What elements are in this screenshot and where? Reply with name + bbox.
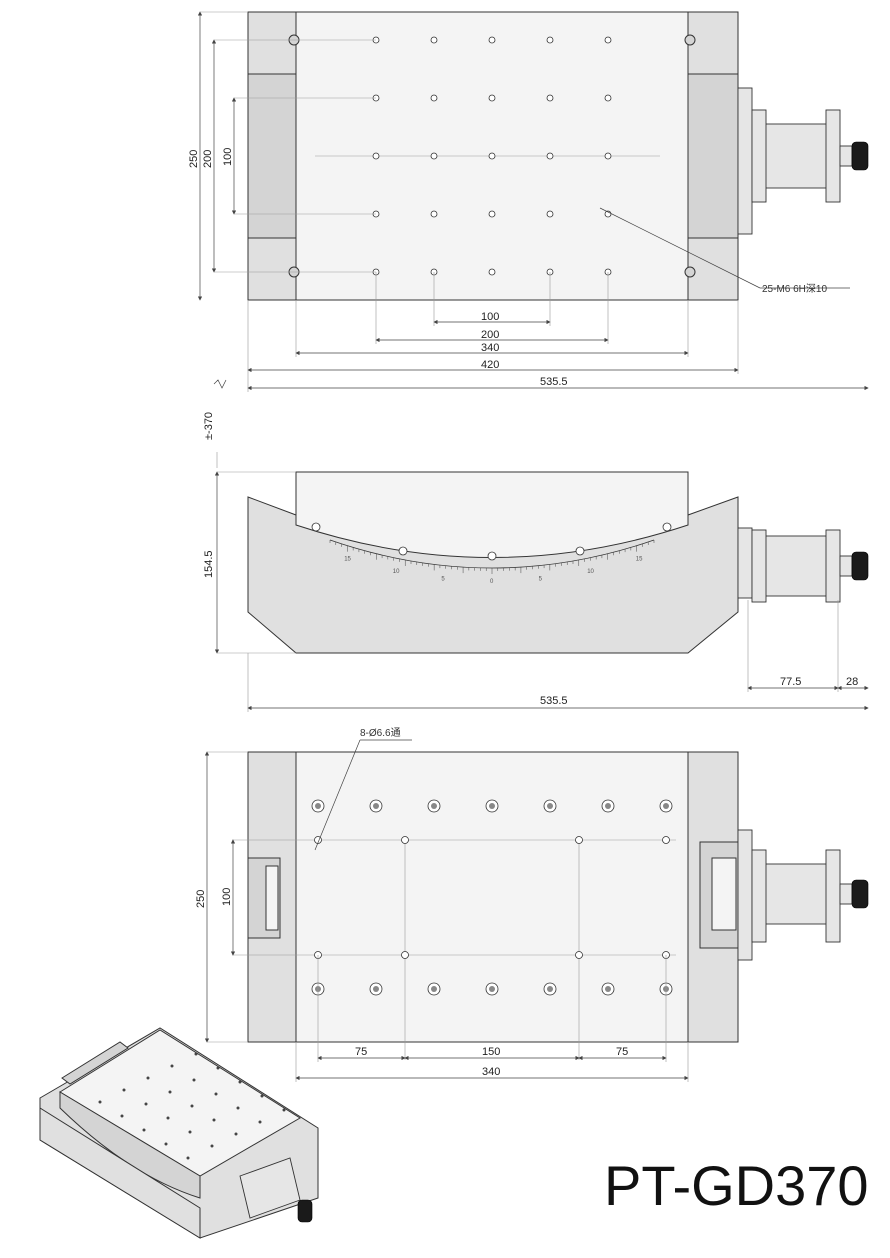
bottom-view: 250 100 75 150 75 340 8-Ø6.6通 (195, 727, 869, 1082)
bottom-dim-75-right: 75 (616, 1046, 628, 1058)
top-hole (488, 36, 496, 44)
bottom-dim-100: 100 (221, 888, 233, 906)
side-motor-dim-28: 28 (846, 676, 858, 688)
top-dim-h-200: 200 (481, 329, 499, 341)
top-hole (430, 94, 438, 102)
top-hole (604, 152, 612, 160)
top-hole (488, 268, 496, 276)
bottom-dim-75-left: 75 (355, 1046, 367, 1058)
scale-tick-label: 15 (636, 556, 643, 562)
top-dim-h-420: 420 (481, 359, 499, 371)
top-dim-100: 100 (222, 148, 234, 166)
model-label: PT-GD370 (604, 1154, 869, 1217)
through-hole (575, 951, 583, 959)
scale-tick-label: 10 (393, 569, 400, 575)
top-callout: 25-M6 6H深10 (762, 283, 827, 295)
bottom-dim-340: 340 (482, 1066, 500, 1078)
side-length-dim: 535.5 (540, 695, 568, 707)
top-dim-h-535: 535.5 (540, 376, 568, 388)
bottom-dim-150: 150 (482, 1046, 500, 1058)
top-hole (430, 36, 438, 44)
through-hole (575, 836, 583, 844)
top-hole (546, 210, 554, 218)
side-travel-label: ±-370 (203, 412, 215, 440)
scale-tick-label: 15 (344, 556, 351, 562)
bottom-dim-250: 250 (195, 890, 207, 908)
top-hole (546, 36, 554, 44)
scale-tick-label: 10 (587, 569, 594, 575)
top-hole (430, 152, 438, 160)
top-view: 250 200 100 100 200 340 420 535.5 25-M6 … (188, 11, 869, 392)
isometric-stage-icon (39, 1027, 319, 1239)
knob-icon (851, 141, 869, 171)
knob-icon (851, 879, 869, 909)
top-hole (488, 94, 496, 102)
motor-icon (737, 527, 869, 603)
side-height-dim: 154.5 (203, 550, 215, 578)
side-scale: 15 10 5 0 5 10 15 (329, 540, 655, 585)
top-hole (546, 94, 554, 102)
bottom-callout: 8-Ø6.6通 (360, 727, 401, 739)
bottom-plate (295, 751, 689, 1043)
top-hole (604, 94, 612, 102)
top-hole (488, 210, 496, 218)
motor-icon (737, 829, 869, 961)
top-hole (430, 210, 438, 218)
top-dim-h-340: 340 (481, 342, 499, 354)
scale-tick-label: 0 (490, 579, 494, 585)
knob-icon (851, 551, 869, 581)
top-hole-grid (288, 34, 696, 278)
top-dim-200: 200 (202, 150, 214, 168)
scale-tick-label: 5 (539, 576, 543, 582)
top-right-block (687, 73, 739, 239)
top-dim-250: 250 (188, 150, 200, 168)
top-hole (546, 152, 554, 160)
top-hole (372, 152, 380, 160)
top-hole (488, 152, 496, 160)
scale-tick-label: 5 (441, 576, 445, 582)
through-hole (401, 836, 409, 844)
top-hole (604, 36, 612, 44)
top-left-block (247, 73, 297, 239)
through-hole (662, 836, 670, 844)
top-dim-h-100: 100 (481, 311, 499, 323)
side-motor-dim-77: 77.5 (780, 676, 801, 688)
side-table (295, 471, 689, 558)
motor-icon (737, 87, 869, 235)
through-hole (401, 951, 409, 959)
